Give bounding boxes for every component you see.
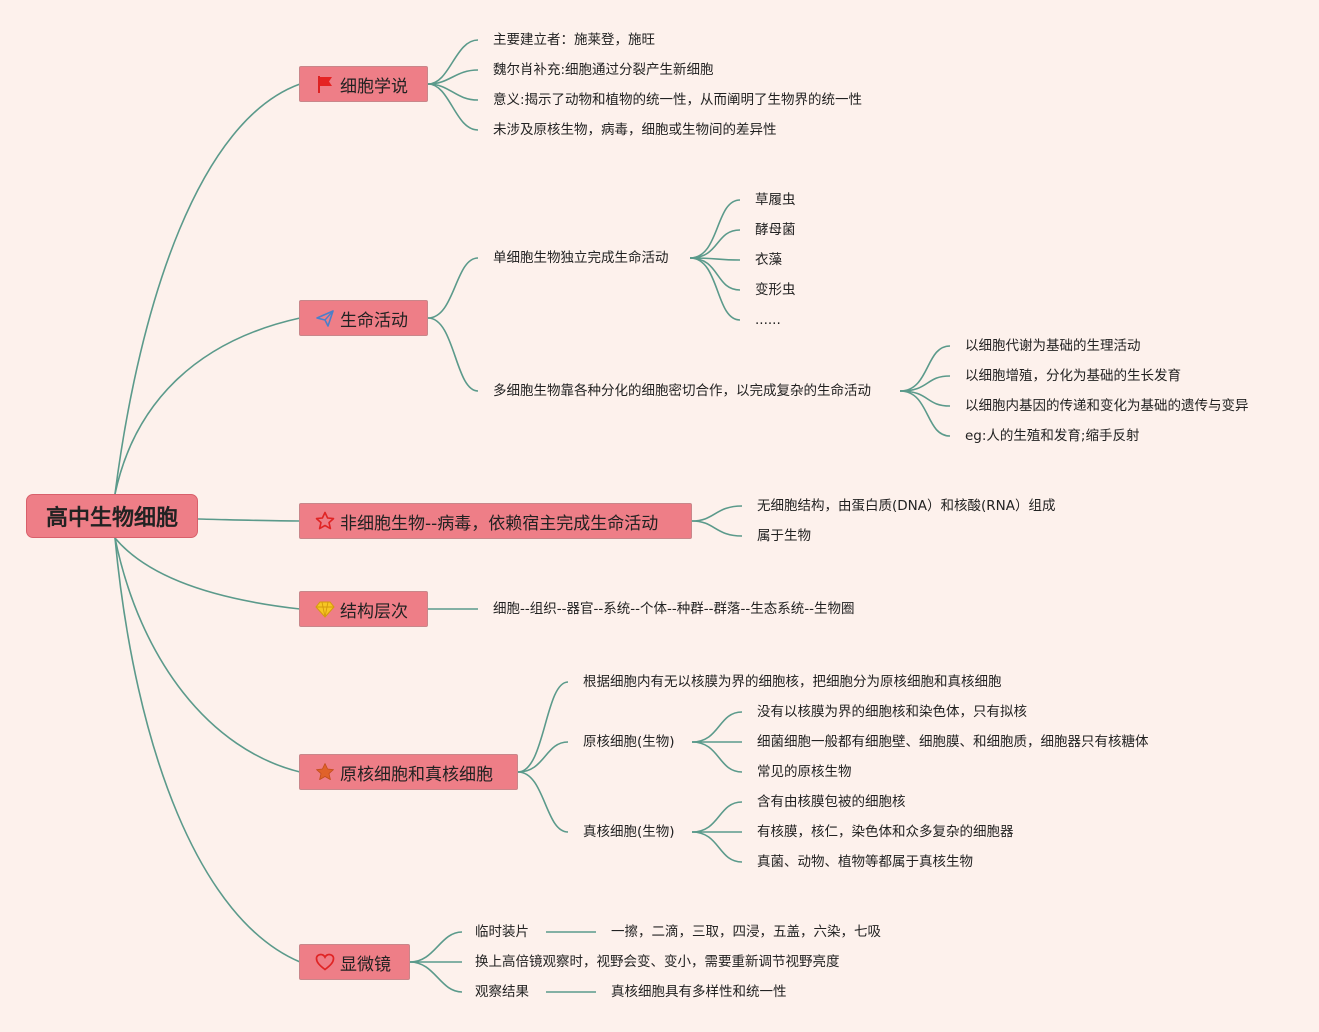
eukaryote-item[interactable]: 含有由核膜包被的细胞核 (757, 794, 906, 810)
multicellular-item[interactable]: 以细胞内基因的传递和变化为基础的遗传与变异 (965, 398, 1249, 414)
high-power-topic[interactable]: 换上高倍镜观察时，视野会变、变小，需要重新调节视野亮度 (475, 954, 840, 970)
edge-root-life-activity (114, 317, 301, 495)
unicellular-topic[interactable]: 单细胞生物独立完成生命活动 (493, 250, 669, 266)
star-outline-icon (314, 510, 336, 532)
eukaryote-item[interactable]: 有核膜，核仁，染色体和众多复杂的细胞器 (757, 824, 1014, 840)
virus-item[interactable]: 无细胞结构，由蛋白质(DNA）和核酸(RNA）组成 (757, 498, 1056, 514)
topic-life-activity[interactable]: 生命活动 (299, 300, 428, 336)
eukaryote-item[interactable]: 真菌、动物、植物等都属于真核生物 (757, 854, 973, 870)
diamond-icon (314, 598, 336, 620)
unicellular-item[interactable]: ...... (755, 312, 781, 328)
multicellular-topic[interactable]: 多细胞生物靠各种分化的细胞密切合作，以完成复杂的生命活动 (493, 383, 871, 399)
cells-criterion[interactable]: 根据细胞内有无以核膜为界的细胞核，把细胞分为原核细胞和真核细胞 (583, 674, 1002, 690)
prokaryote-topic[interactable]: 原核细胞(生物) (583, 734, 675, 750)
edge-root-levels (114, 537, 301, 610)
topic-virus-label: 非细胞生物--病毒，依赖宿主完成生命活动 (340, 513, 659, 534)
cell-theory-item[interactable]: 未涉及原核生物，病毒，细胞或生物间的差异性 (493, 122, 777, 138)
root-topic[interactable]: 高中生物细胞 (26, 494, 198, 538)
levels-item[interactable]: 细胞--组织--器官--系统--个体--种群--群落--生态系统--生物圈 (493, 601, 855, 617)
result-topic[interactable]: 观察结果 (475, 984, 529, 1000)
topic-microscope-label: 显微镜 (340, 954, 391, 975)
result-detail[interactable]: 真核细胞具有多样性和统一性 (611, 984, 787, 1000)
topic-cells-label: 原核细胞和真核细胞 (340, 764, 493, 785)
temp-slide-detail[interactable]: 一擦，二滴，三取，四浸，五盖，六染，七吸 (611, 924, 881, 940)
cell-theory-item[interactable]: 魏尔肖补充:细胞通过分裂产生新细胞 (493, 62, 714, 78)
topic-levels[interactable]: 结构层次 (299, 591, 428, 627)
heart-icon (314, 951, 336, 973)
cell-theory-item[interactable]: 意义:揭示了动物和植物的统一性，从而阐明了生物界的统一性 (493, 92, 863, 108)
temp-slide-topic[interactable]: 临时装片 (475, 924, 529, 940)
unicellular-item[interactable]: 草履虫 (755, 192, 796, 208)
red-flag-icon (314, 73, 336, 95)
topic-life-activity-label: 生命活动 (340, 310, 408, 331)
edge-root-microscope (114, 537, 301, 963)
unicellular-item[interactable]: 衣藻 (755, 252, 782, 268)
eukaryote-topic[interactable]: 真核细胞(生物) (583, 824, 675, 840)
prokaryote-item[interactable]: 细菌细胞一般都有细胞壁、细胞膜、和细胞质，细胞器只有核糖体 (757, 734, 1149, 750)
multicellular-item[interactable]: 以细胞增殖，分化为基础的生长发育 (965, 368, 1181, 384)
edge-root-cells (114, 537, 301, 773)
prokaryote-item[interactable]: 没有以核膜为界的细胞核和染色体，只有拟核 (757, 704, 1027, 720)
topic-cell-theory-label: 细胞学说 (340, 76, 408, 97)
topic-cell-theory[interactable]: 细胞学说 (299, 66, 428, 102)
root-topic-label: 高中生物细胞 (45, 506, 178, 531)
prokaryote-item[interactable]: 常见的原核生物 (757, 764, 852, 780)
unicellular-item[interactable]: 酵母菌 (755, 222, 796, 238)
topic-virus[interactable]: 非细胞生物--病毒，依赖宿主完成生命活动 (299, 503, 692, 539)
unicellular-item[interactable]: 变形虫 (755, 282, 796, 298)
cell-theory-item[interactable]: 主要建立者：施莱登，施旺 (493, 32, 655, 48)
virus-item[interactable]: 属于生物 (757, 528, 811, 544)
topic-microscope[interactable]: 显微镜 (299, 944, 410, 980)
star-filled-icon (314, 761, 336, 783)
topic-cells[interactable]: 原核细胞和真核细胞 (299, 754, 518, 790)
edge-root-virus (197, 518, 301, 522)
multicellular-item[interactable]: 以细胞代谢为基础的生理活动 (965, 338, 1141, 354)
topic-levels-label: 结构层次 (340, 601, 408, 622)
paper-plane-icon (314, 307, 336, 329)
edge-root-cell-theory (114, 83, 301, 495)
multicellular-item[interactable]: eg:人的生殖和发育;缩手反射 (965, 428, 1140, 444)
